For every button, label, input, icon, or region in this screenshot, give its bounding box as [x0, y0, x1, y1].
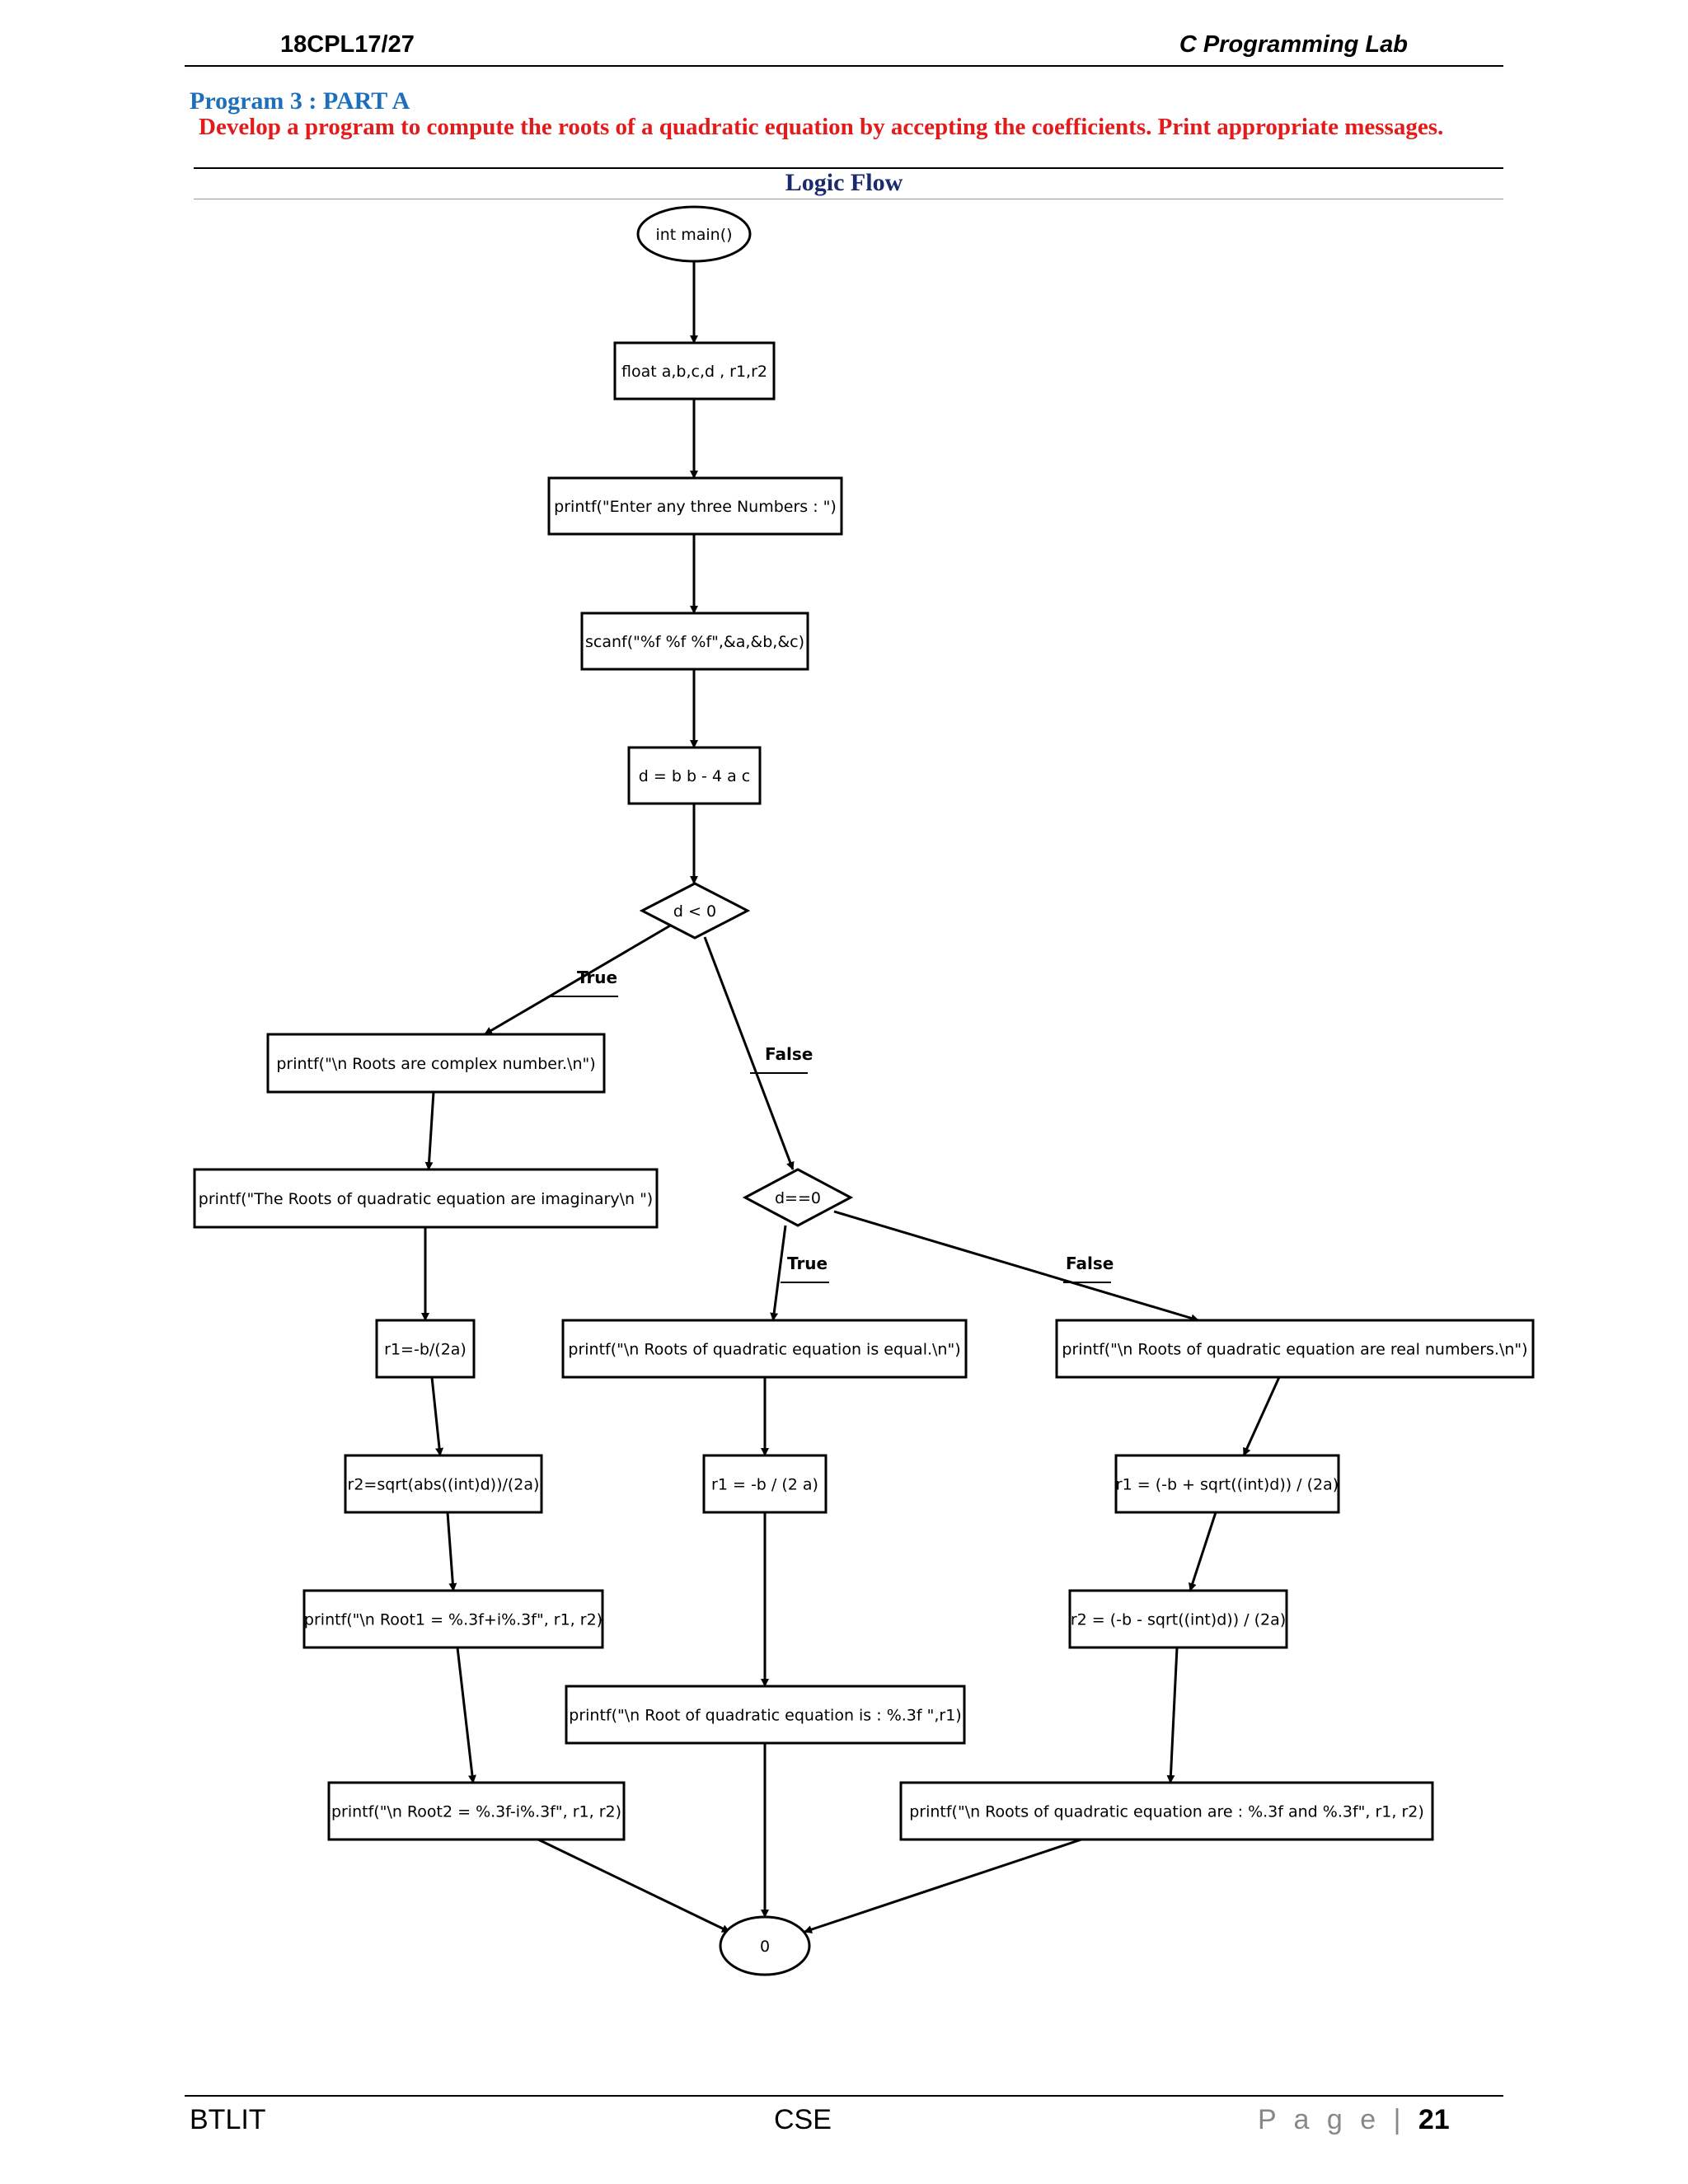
section-title: Logic Flow — [785, 169, 903, 196]
section-top-rule — [194, 167, 1503, 169]
node-label: printf("\n Root2 = %.3f-i%.3f", r1, r2) — [331, 1803, 621, 1821]
node-print-real-roots: printf("\n Roots of quadratic equation a… — [899, 1781, 1434, 1841]
node-real-msg: printf("\n Roots of quadratic equation a… — [1055, 1319, 1535, 1379]
node-label: printf("\n Roots are complex number.\n") — [276, 1055, 595, 1073]
node-label: r1=-b/(2a) — [384, 1341, 467, 1359]
node-label: scanf("%f %f %f",&a,&b,&c) — [585, 633, 804, 651]
edge-label-neg-false: False — [765, 1044, 813, 1064]
flow-arrow — [770, 1225, 787, 1321]
node-real-root2: r2 = (-b - sqrt((int)d)) / (2a) — [1068, 1589, 1288, 1649]
node-label: printf("\n Roots of quadratic equation a… — [1062, 1341, 1527, 1359]
node-label: r1 = (-b + sqrt((int)d)) / (2a) — [1116, 1476, 1339, 1494]
node-cond-negative: d < 0 — [639, 882, 751, 940]
node-label: printf("\n Roots of quadratic equation i… — [568, 1341, 960, 1359]
flow-arrow — [833, 1210, 1199, 1323]
flow-arrow — [446, 1511, 457, 1591]
flow-arrow — [1189, 1511, 1217, 1591]
edge-label-zero-true: True — [787, 1254, 828, 1273]
node-equal-msg: printf("\n Roots of quadratic equation i… — [561, 1319, 968, 1379]
node-real-part: r1=-b/(2a) — [375, 1319, 476, 1379]
node-equal-root: r1 = -b / (2 a) — [702, 1454, 828, 1514]
flow-arrow — [456, 1647, 476, 1783]
node-discriminant: d = b b - 4 a c — [627, 746, 762, 805]
node-print-equal-root: printf("\n Root of quadratic equation is… — [565, 1685, 966, 1745]
node-label: int main() — [655, 226, 732, 244]
node-label: d < 0 — [673, 902, 716, 921]
node-real-root1: r1 = (-b + sqrt((int)d)) / (2a) — [1114, 1454, 1340, 1514]
node-label: printf("\n Root of quadratic equation is… — [569, 1707, 961, 1725]
node-label: printf("\n Roots of quadratic equation a… — [909, 1803, 1424, 1821]
flow-arrow — [1242, 1376, 1281, 1456]
flow-arrow — [424, 1091, 435, 1170]
footer-rule — [185, 2095, 1503, 2097]
flow-arrow — [537, 1838, 730, 1933]
node-complex-msg: printf("\n Roots are complex number.\n") — [266, 1033, 606, 1094]
node-cond-zero: d==0 — [742, 1168, 854, 1227]
flow-arrow — [703, 936, 795, 1170]
footer-department: CSE — [774, 2104, 832, 2135]
node-label: float a,b,c,d , r1,r2 — [621, 363, 767, 381]
node-prompt: printf("Enter any three Numbers : ") — [547, 476, 843, 536]
program-description: Develop a program to compute the roots o… — [199, 114, 1444, 140]
flow-arrow — [1166, 1647, 1179, 1783]
node-declare: float a,b,c,d , r1,r2 — [613, 341, 776, 401]
node-end: 0 — [719, 1915, 811, 1976]
node-label: 0 — [760, 1938, 770, 1956]
header-rule — [185, 65, 1503, 67]
node-label: printf("The Roots of quadratic equation … — [199, 1190, 653, 1208]
header-course-code: 18CPL17/27 — [280, 31, 415, 58]
node-start: int main() — [636, 205, 752, 263]
node-label: printf("Enter any three Numbers : ") — [554, 498, 837, 516]
footer-page-number: 21 — [1418, 2104, 1450, 2135]
header-subject: C Programming Lab — [1179, 31, 1408, 58]
node-imaginary-msg: printf("The Roots of quadratic equation … — [193, 1168, 659, 1229]
flow-arrow — [804, 1838, 1082, 1933]
node-imag-part: r2=sqrt(abs((int)d))/(2a) — [344, 1454, 543, 1514]
program-title: Program 3 : PART A — [190, 87, 410, 115]
footer-page: P a g e | 21 — [1258, 2104, 1450, 2135]
node-label: d==0 — [775, 1189, 821, 1207]
node-print-root2-complex: printf("\n Root2 = %.3f-i%.3f", r1, r2) — [327, 1781, 626, 1841]
flow-arrow — [430, 1376, 444, 1456]
node-print-root1-complex: printf("\n Root1 = %.3f+i%.3f", r1, r2) — [302, 1589, 604, 1649]
node-scan: scanf("%f %f %f",&a,&b,&c) — [580, 612, 809, 671]
node-label: r1 = -b / (2 a) — [711, 1476, 818, 1494]
node-label: r2=sqrt(abs((int)d))/(2a) — [348, 1476, 540, 1494]
node-label: r2 = (-b - sqrt((int)d)) / (2a) — [1071, 1611, 1286, 1629]
footer-institution: BTLIT — [190, 2104, 266, 2135]
node-label: printf("\n Root1 = %.3f+i%.3f", r1, r2) — [304, 1611, 603, 1629]
edge-label-neg-true: True — [577, 968, 617, 987]
edge-label-zero-false: False — [1066, 1254, 1114, 1273]
node-label: d = b b - 4 a c — [639, 767, 750, 785]
flow-arrow — [484, 923, 673, 1036]
footer-page-label: P a g e — [1258, 2104, 1381, 2135]
